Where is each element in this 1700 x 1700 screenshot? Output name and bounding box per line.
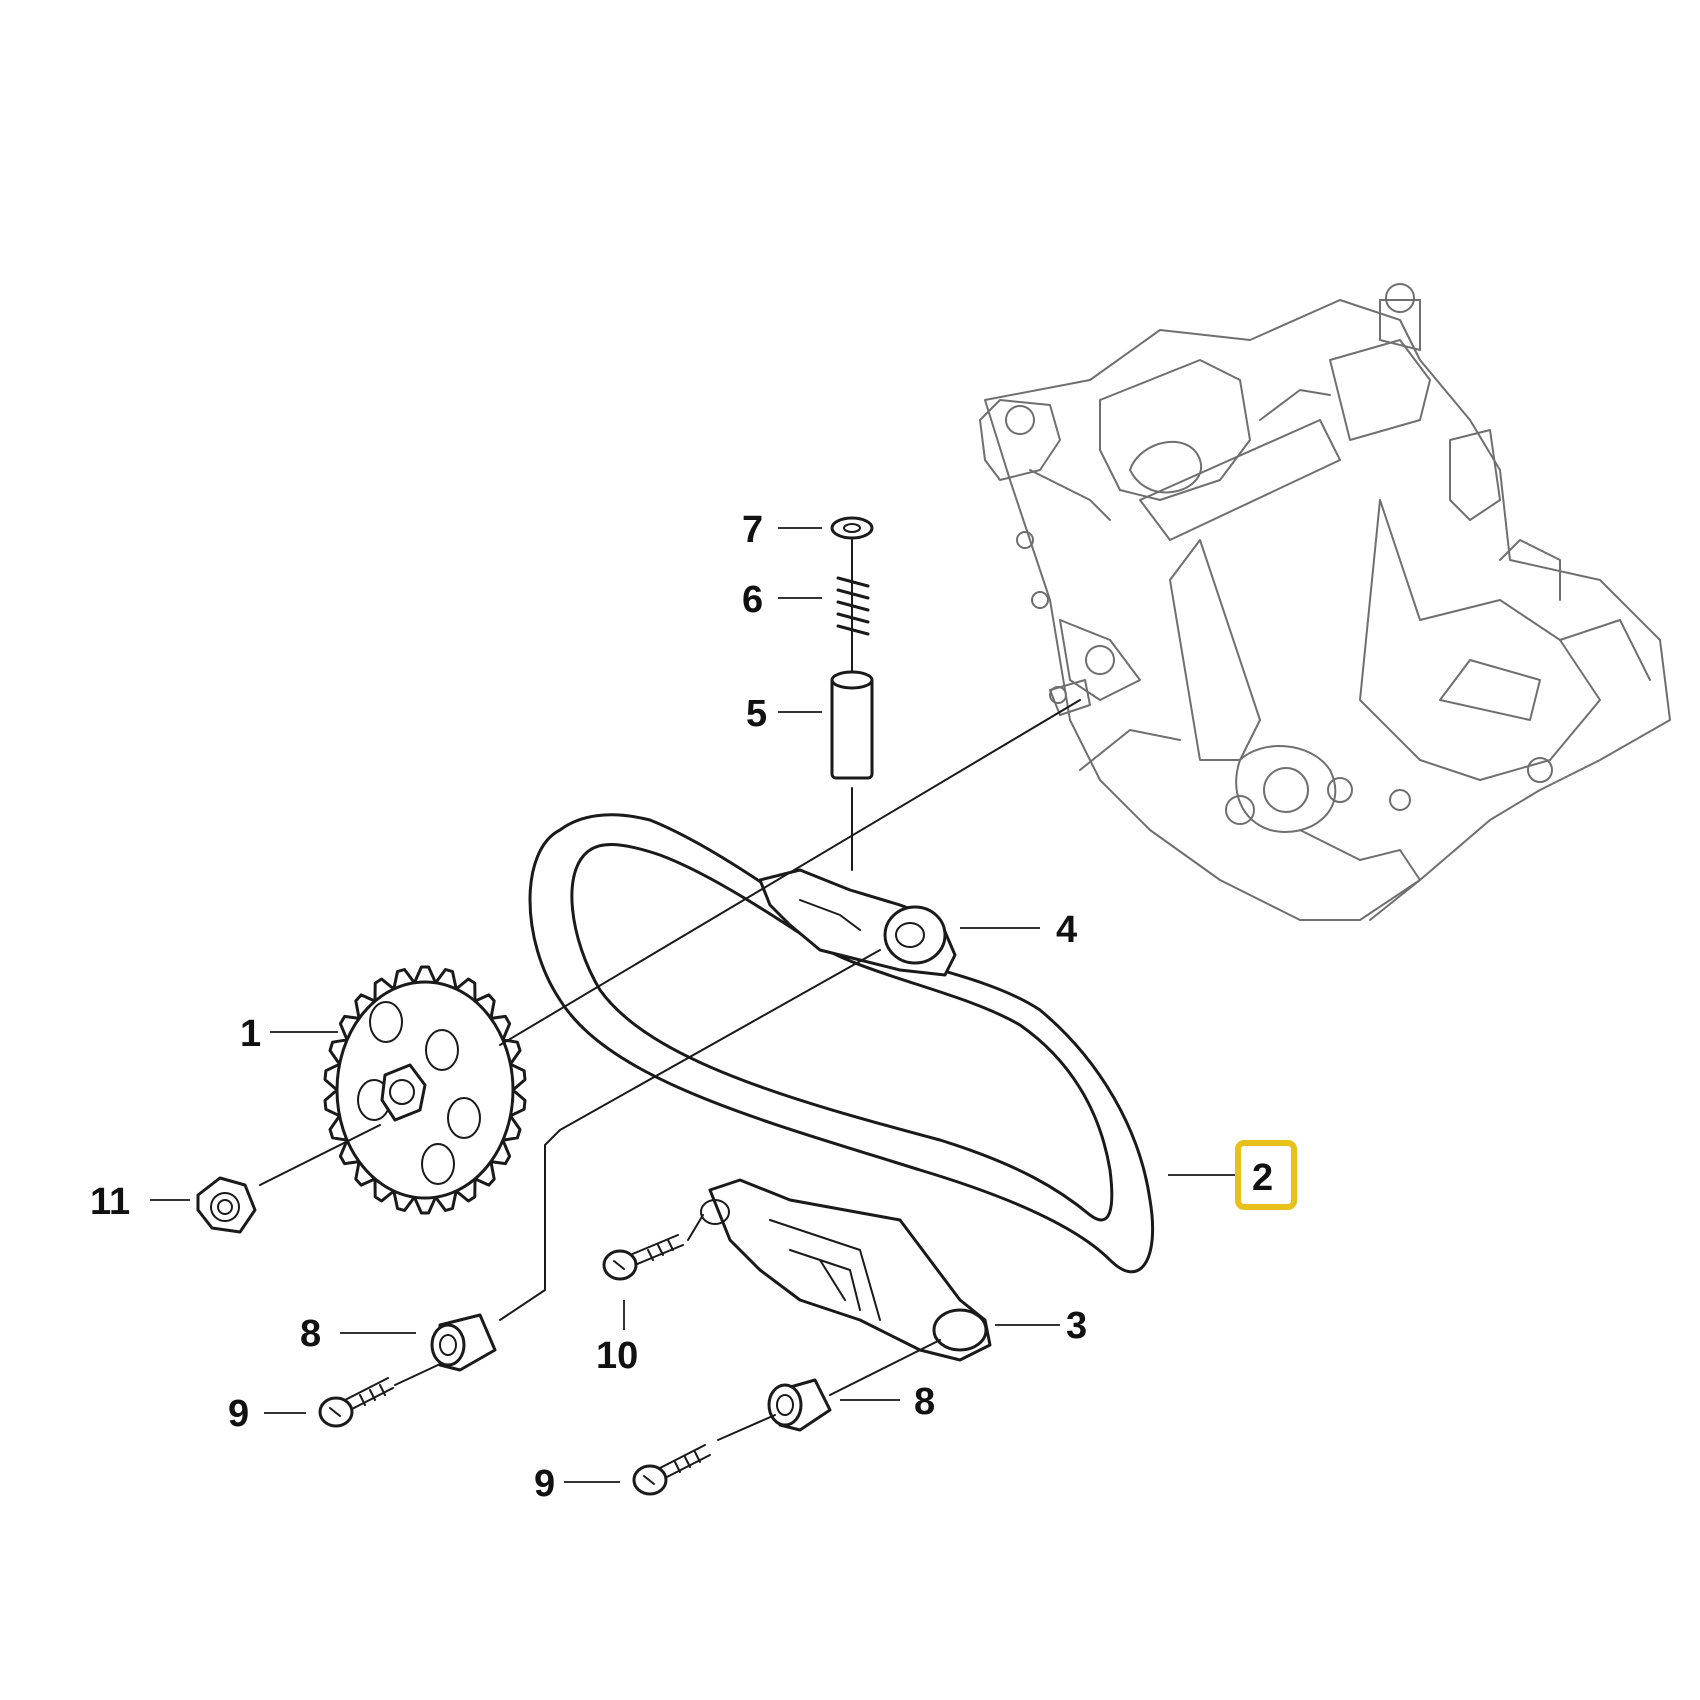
assembly-lines: [259, 539, 1081, 1441]
bolt-left: [318, 1377, 394, 1428]
tensioner-spring: [836, 569, 870, 641]
label-part-9-right[interactable]: 9: [534, 1463, 555, 1505]
label-part-3[interactable]: 3: [1066, 1305, 1087, 1347]
label-part-2[interactable]: 2: [1252, 1157, 1273, 1199]
part-labels: 1 2 3 4 5 6 7 8 8 9 9 10 11: [90, 509, 1273, 1505]
guide-rail: [700, 1178, 992, 1362]
label-part-4[interactable]: 4: [1056, 909, 1077, 951]
label-part-1[interactable]: 1: [240, 1013, 261, 1055]
bolt-right: [632, 1444, 711, 1496]
tensioner-piston: [830, 670, 874, 780]
sprocket: [323, 965, 527, 1215]
tensioner-rail: [758, 868, 957, 977]
label-part-8-right[interactable]: 8: [914, 1381, 935, 1423]
washer: [830, 516, 874, 540]
label-part-7[interactable]: 7: [742, 509, 763, 551]
leader-lines: [150, 527, 1240, 1483]
label-part-5[interactable]: 5: [746, 693, 767, 735]
label-part-6[interactable]: 6: [742, 579, 763, 621]
drive-chain: [528, 813, 1155, 1274]
label-part-11[interactable]: 11: [90, 1181, 130, 1223]
sleeve-left: [430, 1313, 497, 1372]
oil-pump-housing: [979, 283, 1671, 921]
bolt-upper: [602, 1234, 684, 1281]
label-part-9-left[interactable]: 9: [228, 1393, 249, 1435]
sleeve-right: [767, 1378, 832, 1432]
label-part-10[interactable]: 10: [596, 1335, 638, 1377]
hex-nut: [196, 1176, 257, 1234]
highlight-box: [1235, 1140, 1297, 1210]
label-part-8-left[interactable]: 8: [300, 1313, 321, 1355]
